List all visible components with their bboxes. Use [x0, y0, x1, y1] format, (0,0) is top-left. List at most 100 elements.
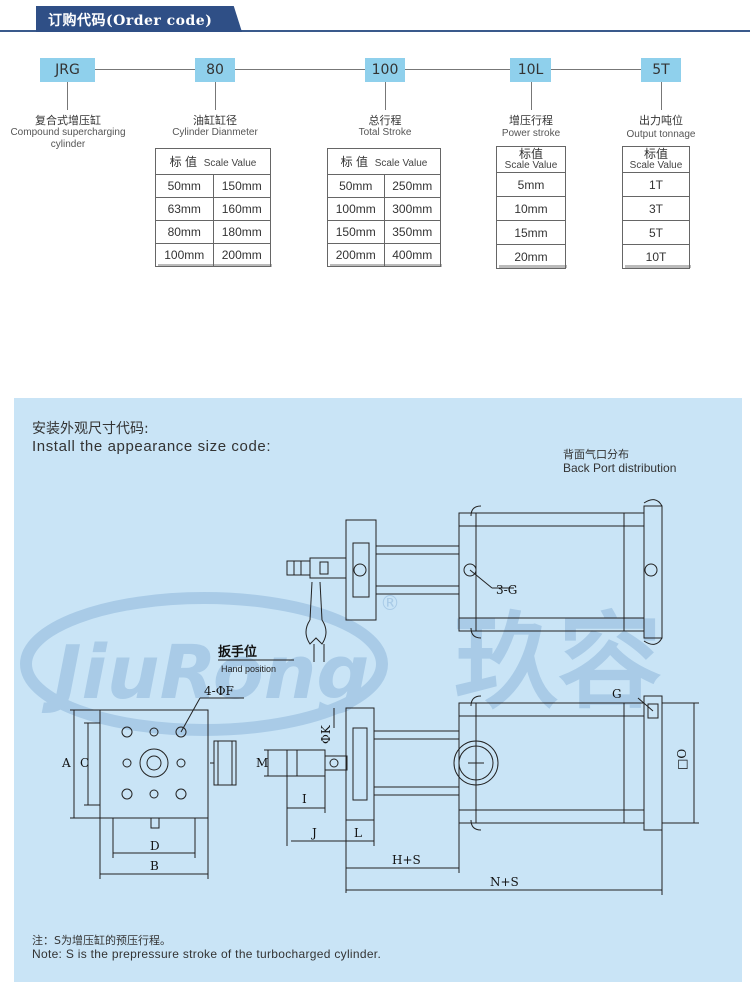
flange-view [99, 709, 237, 829]
code-leader [67, 82, 68, 110]
label-model-en: Compound supercharging [10, 127, 126, 138]
watermark-swoosh [20, 592, 388, 736]
table-cell: 5T [622, 220, 690, 245]
label-tonnage-cn: 出力吨位 [639, 114, 683, 127]
label-model-cn: 复合式增压缸 [35, 114, 101, 127]
chain-connector [95, 69, 205, 70]
table-cell: 100mm [155, 243, 214, 267]
table-cell: 350mm [383, 220, 441, 244]
code-box-stroke: 100 [365, 58, 405, 82]
table-cell: 160mm [212, 197, 271, 221]
table-cell: 150mm [327, 220, 385, 244]
label-power-en: Power stroke [501, 128, 561, 139]
dim-label-c: C [80, 756, 89, 770]
table-cell: 5mm [496, 172, 566, 197]
label-stroke-cn: 总行程 [368, 114, 402, 127]
chain-connector [551, 69, 641, 70]
dim-label-m: M [256, 756, 268, 770]
dim-label-b: B [150, 859, 159, 873]
dim-label-g: G [612, 687, 622, 701]
dimension-drawing: JiuRong 玖容 ® 3 [20, 499, 699, 895]
hand-position-cn: 扳手位 [218, 644, 257, 660]
dim-label-j: J [310, 826, 317, 840]
dim-label-l: L [354, 826, 362, 840]
back-port-cn: 背面气口分布 [563, 448, 629, 461]
code-box-tonnage: 5T [641, 58, 681, 82]
code-box-model: JRG [40, 58, 95, 82]
note-cn: 注：S为增压缸的预压行程。 [32, 934, 171, 947]
table-cell: 200mm [212, 243, 271, 267]
note-en: Note: S is the prepressure stroke of the… [32, 947, 382, 961]
code-leader [531, 82, 532, 110]
chain-connector [405, 69, 510, 70]
table-cell: 20mm [496, 244, 566, 269]
label-diameter-en: Cylinder Dianmeter [172, 127, 258, 138]
table-cell: 15mm [496, 220, 566, 245]
label-diameter-cn: 油缸缸径 [193, 114, 237, 127]
dim-label-hs: H+S [392, 853, 421, 867]
label-model-en2: cylinder [50, 139, 86, 150]
dim-label-k: ΦK [319, 724, 333, 744]
table-cell: 50mm [155, 174, 214, 198]
hand-position-en: Hand position [221, 664, 276, 674]
top-view [286, 499, 663, 645]
section-header: 订购代码(Order code) [0, 0, 750, 34]
table-cell: 200mm [327, 243, 385, 267]
dim-label-d: D [150, 839, 160, 853]
table-cell: 10mm [496, 196, 566, 221]
dim-lines-ijl [286, 770, 663, 895]
dim-lines-ac [70, 709, 100, 819]
table-cell: 300mm [383, 197, 441, 221]
label-stroke-en: Total Stroke [358, 127, 412, 138]
watermark-text: JiuRong [41, 630, 369, 716]
code-leader [215, 82, 216, 110]
table-cell: 250mm [383, 174, 441, 198]
dim-label-o: □O [675, 749, 689, 770]
dim-label-3g: 3-G [496, 583, 517, 597]
wrench-icon [305, 581, 327, 662]
watermark-registered: ® [380, 591, 400, 615]
watermark-cn: 玖容 [454, 601, 662, 723]
port-callout-3g: 3-G [469, 569, 517, 597]
table-cell: 150mm [212, 174, 271, 198]
dim-lines-db [99, 818, 209, 879]
dim-lines-o [662, 702, 699, 824]
table-header: 标 值 Scale Value [155, 148, 271, 175]
dim-label-f: 4-ΦF [204, 684, 234, 698]
code-box-power: 10L [510, 58, 551, 82]
chain-connector [235, 69, 365, 70]
table-cell: 100mm [327, 197, 385, 221]
side-view [286, 695, 663, 831]
watermark: JiuRong 玖容 ® [20, 591, 662, 736]
header-tab [36, 6, 242, 32]
appearance-panel [14, 398, 742, 982]
back-port-en: Back Port distribution [563, 461, 677, 475]
appearance-title-cn: 安装外观尺寸代码: [32, 421, 149, 437]
table-cell: 180mm [212, 220, 271, 244]
table-cell: 400mm [383, 243, 441, 267]
table-cell: 63mm [155, 197, 214, 221]
code-leader [661, 82, 662, 110]
code-box-diameter: 80 [195, 58, 235, 82]
code-leader [385, 82, 386, 110]
table-header: 标 值 Scale Value [327, 148, 441, 175]
section-title: 订购代码(Order code) [48, 13, 213, 29]
appearance-title-en: Install the appearance size code: [32, 438, 272, 455]
dim-label-ns: N+S [490, 875, 519, 889]
table-cell: 80mm [155, 220, 214, 244]
header-rule [0, 30, 750, 32]
label-tonnage-en: Output tonnage [626, 129, 696, 140]
callout-leader-g [637, 697, 654, 712]
label-power-cn: 增压行程 [509, 114, 553, 127]
dim-label-a: A [61, 756, 71, 770]
table-cell: 50mm [327, 174, 385, 198]
table-cell: 1T [622, 172, 690, 197]
dim-label-i: I [302, 792, 307, 806]
table-cell: 10T [622, 244, 690, 269]
